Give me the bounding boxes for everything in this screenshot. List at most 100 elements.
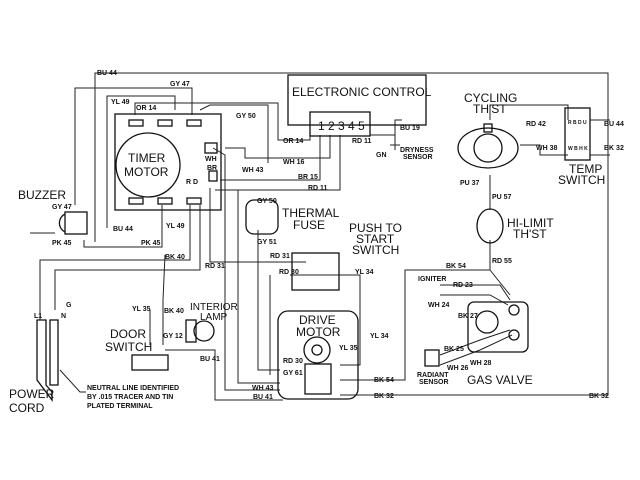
wire-labels: BU 44 GY 47 YL 49 OR 14 GY 50 OR 14 WH 1… <box>34 70 624 401</box>
wire-label: RD 31 <box>270 253 290 260</box>
gas-valve-label: GAS VALVE <box>467 373 533 387</box>
timer-motor: TIMER MOTOR WH BR R D <box>114 113 222 211</box>
wire-label: YL 35 <box>339 345 358 352</box>
wire-label: WH 16 <box>283 159 305 166</box>
wire-label: RD 30 <box>279 269 299 276</box>
wire-label: BK 32 <box>604 145 624 152</box>
dryness-sensor-1: DRYNESS <box>400 147 434 154</box>
buzzer-label: BUZZER <box>18 188 66 202</box>
door-lamp-power: INTERIOR LAMP DOOR SWITCH POWER CORD NEU… <box>9 147 434 415</box>
buzzer: BUZZER <box>18 188 88 235</box>
power-cord-label-1: POWER <box>9 387 55 401</box>
wire-label: BU 19 <box>400 125 420 132</box>
door-switch-label-1: DOOR <box>110 327 146 341</box>
timer-motor-label-2: MOTOR <box>124 165 169 179</box>
push-label-3: SWITCH <box>352 243 399 257</box>
wire-label: BU 44 <box>97 70 117 77</box>
wire-label: PK 45 <box>141 240 161 247</box>
wire-label: WH 43 <box>242 167 264 174</box>
wire-label: WH 24 <box>428 302 450 309</box>
wire-label: GY 47 <box>170 81 190 88</box>
wire-label: BU 44 <box>604 121 624 128</box>
cycling-thermostat: CYCLING TH'ST <box>457 91 519 169</box>
drive-motor-label-1: DRIVE <box>299 313 336 327</box>
wire-label: GY 50 <box>257 198 277 205</box>
radiant-sensor-label-2: SENSOR <box>419 379 449 386</box>
wire-label: GY 12 <box>163 333 183 340</box>
wire-label: PU 37 <box>460 180 480 187</box>
interior-lamp-label-2: LAMP <box>200 312 228 323</box>
electronic-control-label: ELECTRONIC CONTROL <box>292 85 432 99</box>
wires <box>30 72 610 401</box>
push-label-2: START <box>356 232 395 246</box>
wire-label: GY 50 <box>236 113 256 120</box>
wire-label: RD 23 <box>453 282 473 289</box>
dryness-sensor-2: SENSOR <box>403 154 433 161</box>
igniter-label: IGNITER <box>418 276 446 283</box>
wire-label: BK 54 <box>446 263 466 270</box>
wire-label: BK 40 <box>165 254 185 261</box>
wire-label: G <box>66 302 72 309</box>
wire-label: BK 32 <box>589 393 609 400</box>
wire-label: BK 27 <box>458 313 478 320</box>
wire-label: RD 30 <box>283 358 303 365</box>
wire-label: PK 45 <box>52 240 72 247</box>
temp-switch: R B D U W B H K TEMP SWITCH <box>558 107 605 187</box>
drive-motor: DRIVE MOTOR <box>277 310 359 400</box>
wire-label: WH 38 <box>536 145 558 152</box>
hi-limit-label-2: TH'ST <box>513 227 547 241</box>
wire-label: L1 <box>34 313 42 320</box>
wire-label: PU 57 <box>492 194 512 201</box>
wire-label: BU 41 <box>253 394 273 401</box>
wire-label: YL 49 <box>166 223 185 230</box>
power-cord-label-2: CORD <box>9 401 45 415</box>
wire-label: BU 44 <box>113 226 133 233</box>
temp-switch-label-2: SWITCH <box>558 173 605 187</box>
terminal-numbers: 1 2 3 4 5 <box>318 119 365 133</box>
wire-label: GY 47 <box>52 204 72 211</box>
thermal-fuse-label-1: THERMAL <box>282 206 340 220</box>
rd-terminal: R D <box>186 179 198 186</box>
wh-terminal: WH <box>205 156 217 163</box>
wire-label: RD 11 <box>308 185 328 192</box>
radiant-sensor-label-1: RADIANT <box>417 372 449 379</box>
drive-motor-label-2: MOTOR <box>296 325 341 339</box>
wire-label: BK 40 <box>164 308 184 315</box>
temp-terms-2: W B H K <box>568 146 588 152</box>
wire-label: OR 14 <box>136 105 156 112</box>
hi-limit-thermostat: HI-LIMIT TH'ST <box>476 208 554 244</box>
wire-label: BR 15 <box>298 174 318 181</box>
wire-label: GN <box>376 152 387 159</box>
electronic-control: ELECTRONIC CONTROL 1 2 3 4 5 <box>287 74 432 137</box>
push-to-start-switch: PUSH TO START SWITCH <box>291 221 402 291</box>
wire-label: GY 61 <box>283 370 303 377</box>
wire-label: RD 42 <box>526 121 546 128</box>
wire-label: YL 34 <box>355 269 374 276</box>
wire-label: BU 41 <box>200 356 220 363</box>
cycling-label-2: TH'ST <box>473 102 507 116</box>
push-label-1: PUSH TO <box>349 221 402 235</box>
temp-switch-label-1: TEMP <box>569 162 602 176</box>
thermal-fuse: THERMAL FUSE <box>245 199 340 235</box>
door-switch-label-2: SWITCH <box>105 340 152 354</box>
wire-label: RD 31 <box>205 263 225 270</box>
wire-label: N <box>61 313 66 320</box>
note-3: PLATED TERMINAL <box>87 403 153 410</box>
wire-label: WH 43 <box>252 385 274 392</box>
timer-motor-label-1: TIMER <box>128 151 166 165</box>
wire-label: YL 34 <box>370 333 389 340</box>
wire-label: GY 51 <box>257 239 277 246</box>
interior-lamp-label-1: INTERIOR <box>190 302 238 313</box>
gas-valve: GAS VALVE IGNITER RADIANT SENSOR <box>417 276 533 387</box>
br-terminal: BR <box>207 165 217 172</box>
wire-label: YL 35 <box>132 306 151 313</box>
note-1: NEUTRAL LINE IDENTIFIED <box>87 385 179 392</box>
wire-label: BK 54 <box>374 377 394 384</box>
thermal-fuse-label-2: FUSE <box>293 218 325 232</box>
wire-label: OR 14 <box>283 138 303 145</box>
wire-label: WH 26 <box>447 365 469 372</box>
cycling-label-1: CYCLING <box>464 91 517 105</box>
wire-label: YL 49 <box>111 99 130 106</box>
temp-terms-1: R B D U <box>568 120 587 126</box>
